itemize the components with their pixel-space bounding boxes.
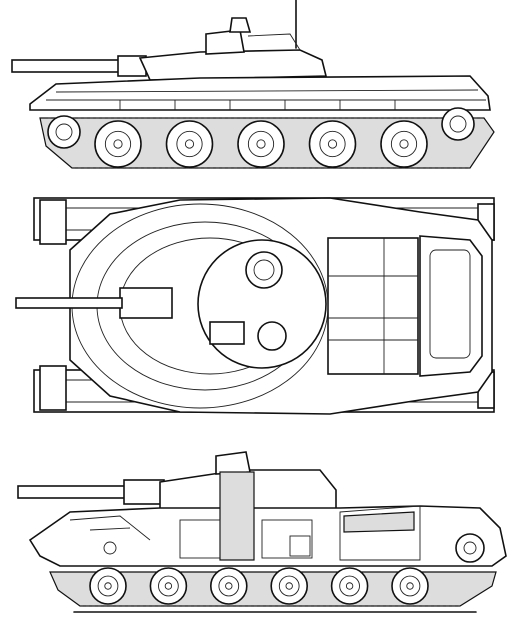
cutaway-wheel-hub (97, 575, 119, 597)
side-wheel-hub (176, 130, 203, 158)
cutaway-gun-barrel (17, 485, 131, 499)
cutaway-road-wheel (270, 567, 309, 605)
cutaway-wheel-hub (218, 575, 240, 597)
gun-barrel-top (15, 297, 123, 309)
cutaway-wheel-axle (104, 582, 112, 590)
side-road-wheels (94, 120, 428, 168)
cutaway-wheel-axle (285, 582, 293, 590)
cutaway-drive-sprocket (455, 533, 485, 563)
front-fender-left (39, 199, 67, 245)
cutaway-wheel-hub (339, 575, 360, 597)
commander-hatch (245, 251, 283, 289)
side-view (11, 0, 495, 169)
side-road-wheel (380, 120, 428, 168)
cutaway-wheel-axle (225, 582, 233, 590)
cutaway-road-wheel (210, 567, 248, 605)
engine-bay (339, 505, 421, 561)
side-wheel-axle (399, 139, 409, 149)
side-wheel-hub (390, 130, 418, 158)
side-wheel-hub (319, 130, 346, 158)
side-road-wheel (237, 120, 285, 168)
cutaway-road-wheel (89, 567, 127, 605)
cutaway-road-wheel (149, 567, 188, 605)
side-road-wheel (165, 120, 214, 168)
side-wheel-hub (247, 130, 275, 158)
side-road-wheel (308, 120, 357, 168)
cutaway-wheel-axle (164, 582, 173, 590)
turret (138, 49, 328, 81)
commander-cupola (205, 29, 245, 55)
gun-mantlet-top (119, 287, 173, 319)
cutaway-road-wheels (89, 567, 429, 605)
cutaway-wheel-axle (406, 582, 414, 590)
cutaway-wheel-hub (399, 575, 421, 597)
cutaway-view (17, 451, 507, 613)
crew-compartment (219, 471, 255, 561)
gunner-hatch (257, 321, 287, 351)
side-wheel-axle (327, 139, 338, 149)
cutaway-wheel-hub (158, 575, 179, 597)
drive-sprocket (441, 107, 475, 141)
sight-block (209, 321, 245, 345)
engine-deck (327, 237, 419, 375)
side-road-wheel (94, 120, 142, 168)
periscope (229, 17, 252, 33)
gun-barrel (11, 59, 125, 73)
cutaway-road-wheel (391, 567, 429, 605)
idler-wheel (47, 115, 81, 149)
cutaway-wheel-hub (278, 575, 300, 597)
side-wheel-axle (256, 139, 266, 149)
cutaway-road-wheel (330, 567, 369, 605)
cutaway-hull (28, 505, 507, 567)
cutaway-cupola (215, 451, 251, 475)
top-view (15, 197, 495, 415)
upper-hull (29, 75, 491, 111)
side-wheel-axle (184, 139, 195, 149)
front-fender-right (39, 365, 67, 411)
rear-hatch (419, 235, 483, 377)
side-wheel-hub (104, 130, 132, 158)
cutaway-wheel-axle (345, 582, 354, 590)
side-wheel-axle (113, 139, 123, 149)
